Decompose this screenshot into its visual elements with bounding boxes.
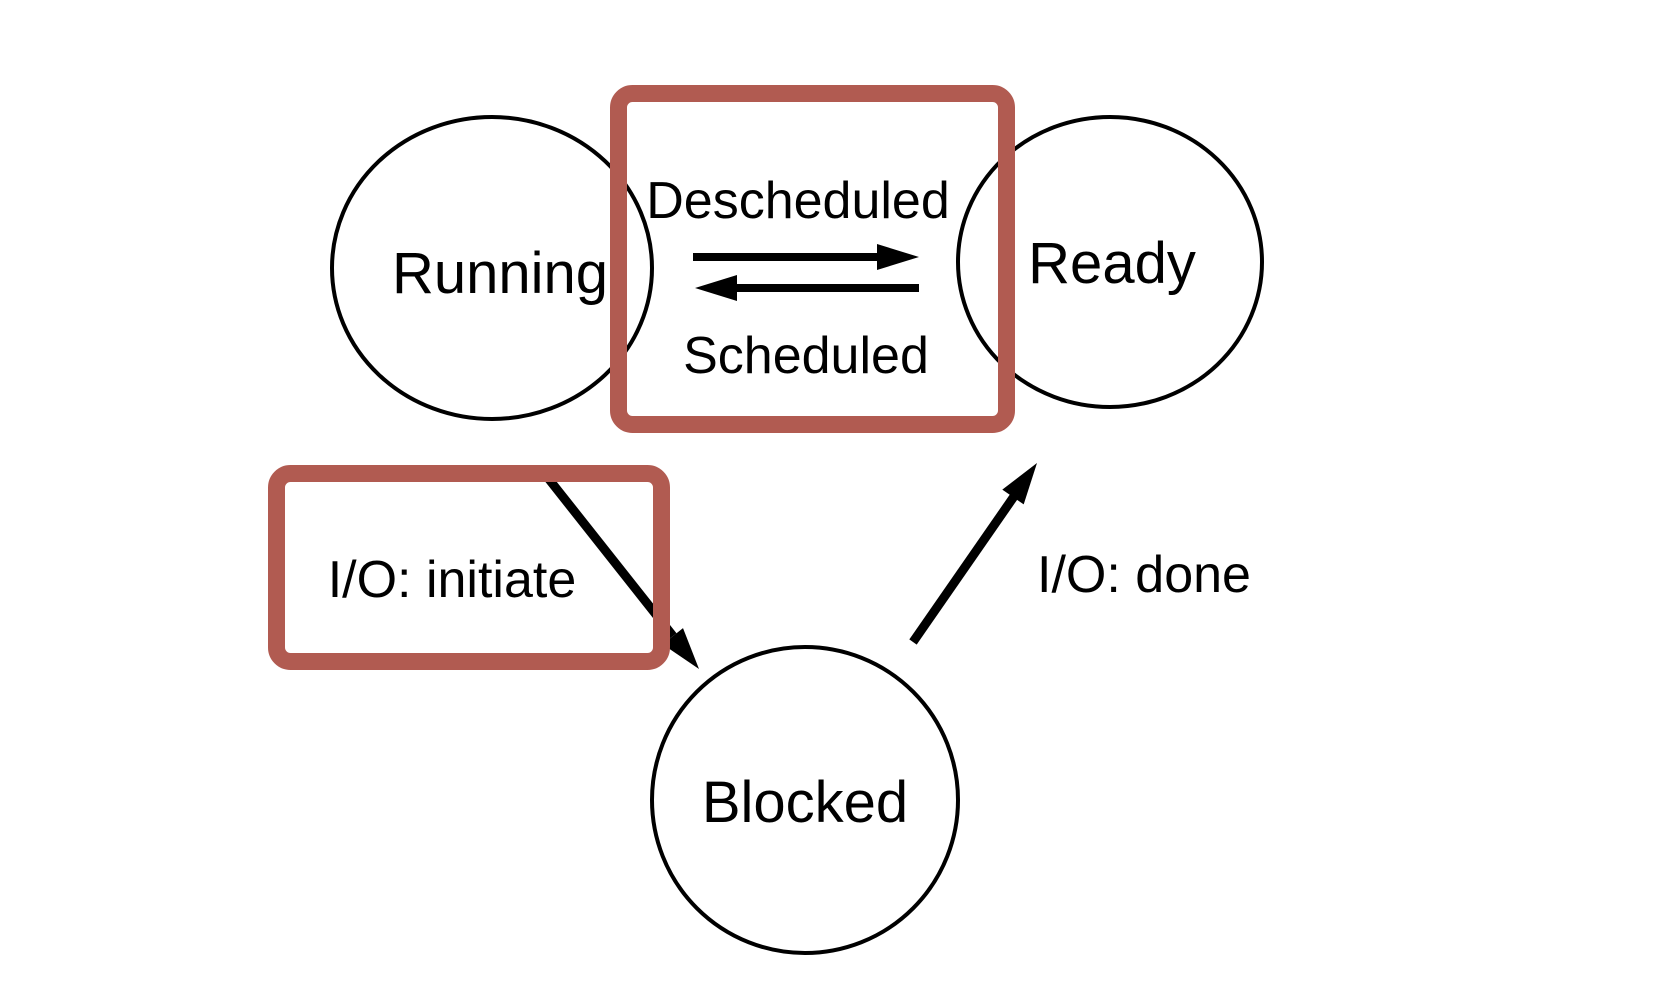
- ready-circle: [956, 115, 1264, 409]
- highlight-box-io-initiate: [268, 465, 670, 670]
- transition-io-initiate: I/O: initiate: [328, 475, 699, 669]
- transition-descheduled: Descheduled: [646, 172, 950, 270]
- scheduled-arrowhead: [695, 275, 737, 301]
- blocked-label: Blocked: [702, 770, 908, 835]
- blocked-circle: [650, 645, 960, 955]
- state-blocked: Blocked: [650, 645, 960, 955]
- io-done-arrowhead: [1002, 463, 1037, 505]
- ready-label: Ready: [1028, 231, 1196, 296]
- io-done-label: I/O: done: [1037, 546, 1251, 604]
- highlight-box-schedule: [610, 85, 1015, 433]
- io-initiate-arrow: [544, 475, 677, 639]
- descheduled-arrowhead: [877, 244, 919, 270]
- scheduled-label: Scheduled: [683, 327, 929, 385]
- state-running: Running: [330, 115, 654, 421]
- descheduled-label: Descheduled: [646, 172, 950, 230]
- io-initiate-arrowhead: [662, 628, 699, 669]
- state-ready: Ready: [956, 115, 1264, 409]
- transition-io-done: I/O: done: [909, 463, 1251, 645]
- io-initiate-label: I/O: initiate: [328, 551, 577, 609]
- transition-scheduled: Scheduled: [683, 275, 929, 385]
- running-circle: [330, 115, 654, 421]
- running-label: Running: [392, 241, 608, 306]
- io-done-arrow: [909, 492, 1019, 645]
